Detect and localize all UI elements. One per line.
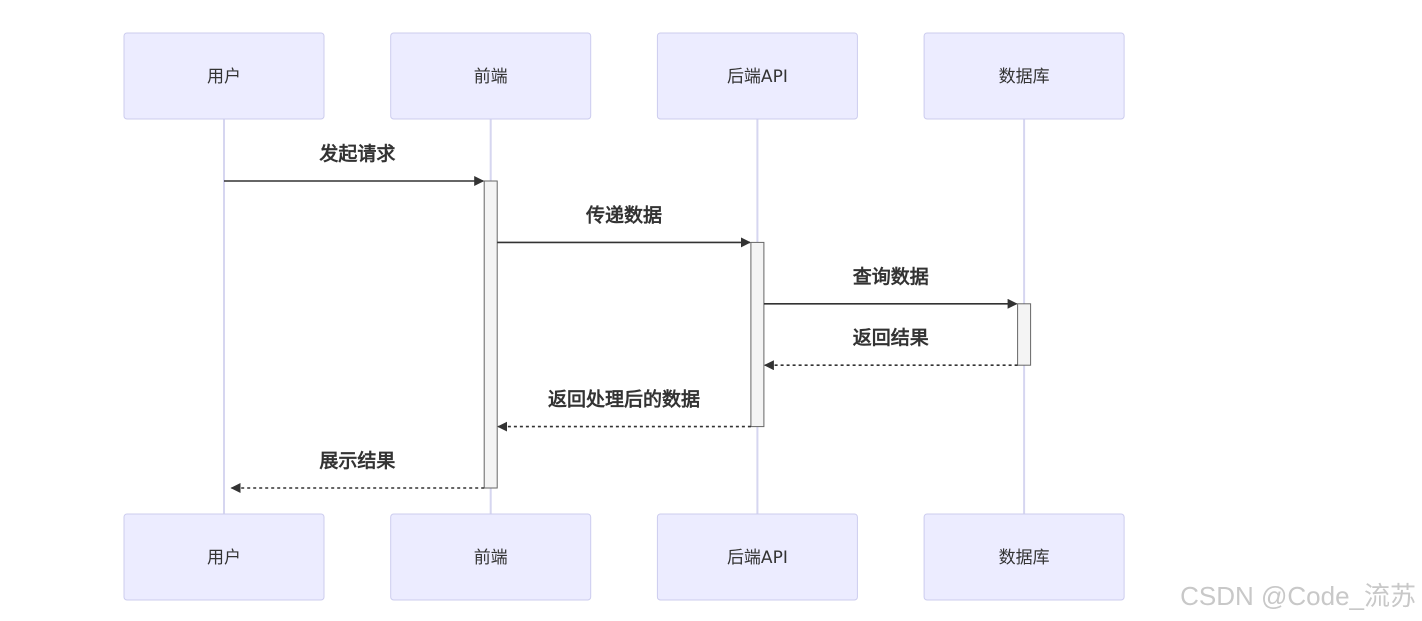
message-label: 返回结果 — [853, 326, 929, 349]
actor-db-bottom: 数据库 — [923, 513, 1125, 601]
actor-box — [656, 32, 858, 120]
message-5: 返回处理后的数据 — [497, 388, 751, 432]
message-label: 返回处理后的数据 — [548, 388, 700, 411]
actor-box — [923, 32, 1125, 120]
actor-label: 数据库 — [999, 548, 1050, 568]
message-6: 展示结果 — [230, 449, 485, 493]
activation-backend — [750, 241, 765, 428]
message-label: 传递数据 — [585, 203, 662, 226]
actor-label: 数据库 — [999, 67, 1050, 87]
actor-backend-top: 后端API — [656, 32, 858, 120]
watermark: CSDN @Code_流苏 — [1180, 581, 1416, 611]
actor-box — [123, 32, 325, 120]
message-label: 展示结果 — [319, 449, 395, 472]
message-label: 查询数据 — [852, 265, 929, 288]
message-4: 返回结果 — [763, 326, 1018, 371]
actor-box — [923, 513, 1125, 601]
actor-label: 用户 — [207, 67, 241, 87]
actor-box — [390, 32, 592, 120]
actor-frontend-bottom: 前端 — [390, 513, 592, 601]
message-1: 发起请求 — [224, 142, 485, 186]
actor-label: 后端API — [727, 548, 788, 568]
actor-user-top: 用户 — [123, 32, 325, 120]
actor-box — [123, 513, 325, 601]
actor-label: 后端API — [727, 67, 788, 87]
actor-frontend-top: 前端 — [390, 32, 592, 120]
actor-backend-bottom: 后端API — [656, 513, 858, 601]
actor-label: 前端 — [474, 67, 508, 87]
activations — [483, 180, 1032, 489]
actor-box — [390, 513, 592, 601]
actor-box — [656, 513, 858, 601]
message-2: 传递数据 — [497, 203, 751, 248]
activation-db — [1017, 303, 1032, 366]
actor-user-bottom: 用户 — [123, 513, 325, 601]
message-label: 发起请求 — [318, 142, 396, 165]
activation-frontend — [483, 180, 498, 489]
actor-label: 前端 — [474, 548, 508, 568]
actor-db-top: 数据库 — [923, 32, 1125, 120]
actor-label: 用户 — [207, 548, 241, 568]
message-3: 查询数据 — [763, 265, 1018, 309]
